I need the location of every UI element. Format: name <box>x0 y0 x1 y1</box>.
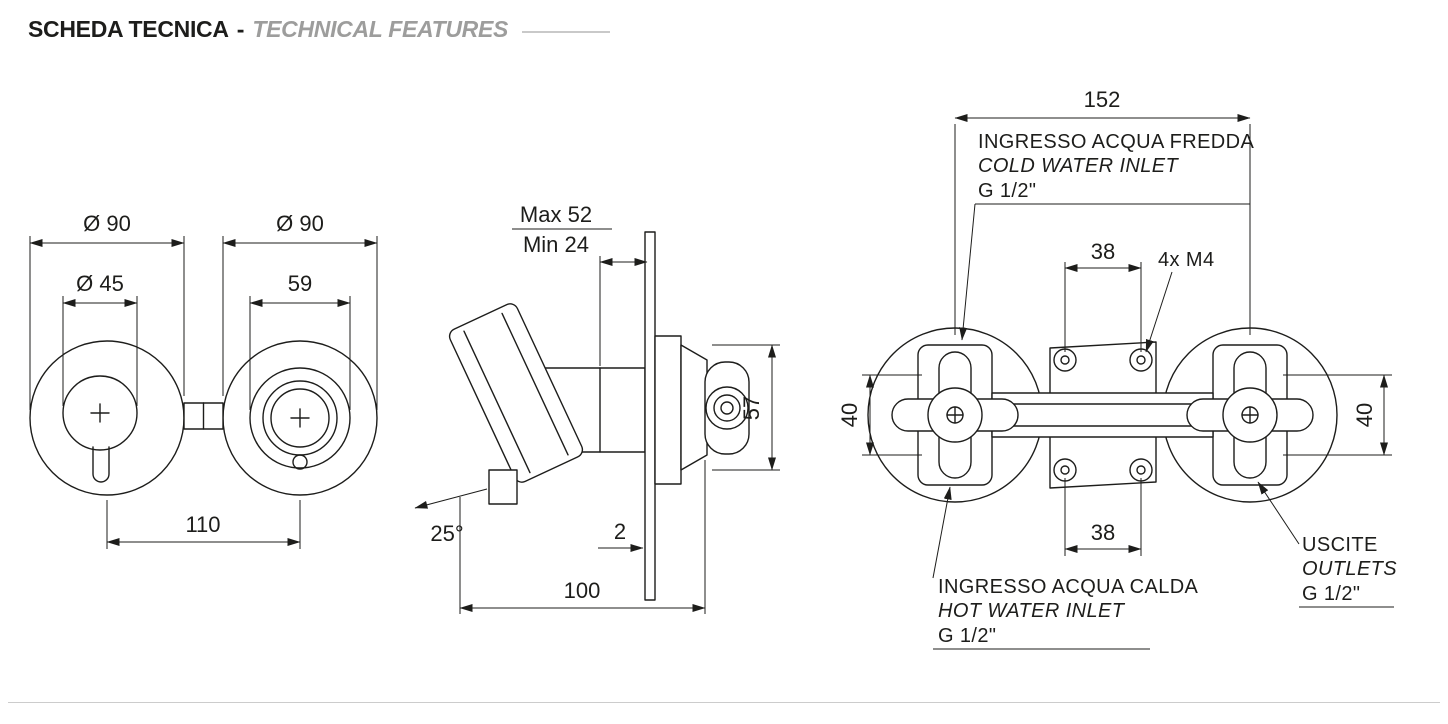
rear-right-handle <box>1186 351 1314 479</box>
dim-rear-spacing-bottom: 38 <box>1091 520 1115 545</box>
dim-front-inner-left: Ø 45 <box>76 271 124 296</box>
rear-left-handle <box>891 351 1019 479</box>
front-view-dimensions <box>29 236 378 549</box>
cold-inlet-leader <box>959 203 976 341</box>
outlets-line2: OUTLETS <box>1302 558 1397 580</box>
outlets-label: USCITE OUTLETS G 1/2" <box>1302 534 1397 605</box>
dim-side-plate-thickness: 2 <box>614 519 626 544</box>
cold-inlet-label: INGRESSO ACQUA FREDDA COLD WATER INLET G… <box>978 131 1254 202</box>
dim-rear-height-right: 40 <box>1352 403 1377 427</box>
dim-front-span: 110 <box>185 512 220 537</box>
hot-inlet-line3: G 1/2" <box>938 625 996 647</box>
side-tilted-lever <box>448 303 584 483</box>
side-knob <box>704 361 750 455</box>
dim-rear-height-left: 40 <box>837 403 862 427</box>
title-separator: - <box>236 16 245 42</box>
cold-inlet-line2: COLD WATER INLET <box>978 155 1180 177</box>
rear-view-shapes <box>867 327 1338 503</box>
side-wall-plate <box>644 231 656 601</box>
bottom-rule <box>8 702 1440 703</box>
dim-rear-spacing-top: 38 <box>1091 239 1115 264</box>
rear-connecting-bar <box>991 392 1214 438</box>
screws-leader <box>1145 271 1173 353</box>
dim-side-angle: 25° <box>430 521 463 546</box>
front-view: Ø 90 Ø 90 Ø 45 59 110 <box>29 211 378 549</box>
cold-inlet-line1: INGRESSO ACQUA FREDDA <box>978 131 1254 153</box>
side-view-shapes <box>448 231 750 601</box>
dim-side-depth: 100 <box>564 578 601 603</box>
dim-side-max: Max 52 <box>520 202 592 227</box>
hot-inlet-line1: INGRESSO ACQUA CALDA <box>938 576 1199 598</box>
hot-inlet-line2: HOT WATER INLET <box>938 600 1126 622</box>
outlets-line1: USCITE <box>1302 534 1378 556</box>
rear-view-dimensions <box>862 114 1394 650</box>
cold-inlet-line3: G 1/2" <box>978 180 1036 202</box>
outlets-leader <box>1257 481 1300 545</box>
page-subtitle: TECHNICAL FEATURES <box>252 16 509 42</box>
dim-front-outer-right: Ø 90 <box>276 211 324 236</box>
side-view: Max 52 Min 24 25° 2 100 57 <box>414 202 780 614</box>
dim-front-outer-left: Ø 90 <box>83 211 131 236</box>
rear-view: 152 38 4x M4 38 40 40 INGRESSO ACQUA FRE… <box>837 87 1397 650</box>
outlets-line3: G 1/2" <box>1302 583 1360 605</box>
front-left-spout <box>92 446 110 483</box>
dim-front-inner-right: 59 <box>288 271 312 296</box>
hot-inlet-label: INGRESSO ACQUA CALDA HOT WATER INLET G 1… <box>938 576 1199 647</box>
dim-side-height: 57 <box>739 396 764 420</box>
dim-rear-screws: 4x M4 <box>1158 249 1214 271</box>
header: SCHEDA TECNICA - TECHNICAL FEATURES <box>28 16 611 43</box>
front-view-shapes <box>29 340 378 496</box>
dim-rear-width: 152 <box>1084 87 1121 112</box>
dim-side-min: Min 24 <box>523 232 589 257</box>
title-rule <box>522 30 611 33</box>
side-view-dimensions <box>414 228 780 614</box>
front-right-knob <box>249 367 351 470</box>
page-title: SCHEDA TECNICA <box>28 16 229 42</box>
hot-inlet-leader <box>932 486 952 579</box>
